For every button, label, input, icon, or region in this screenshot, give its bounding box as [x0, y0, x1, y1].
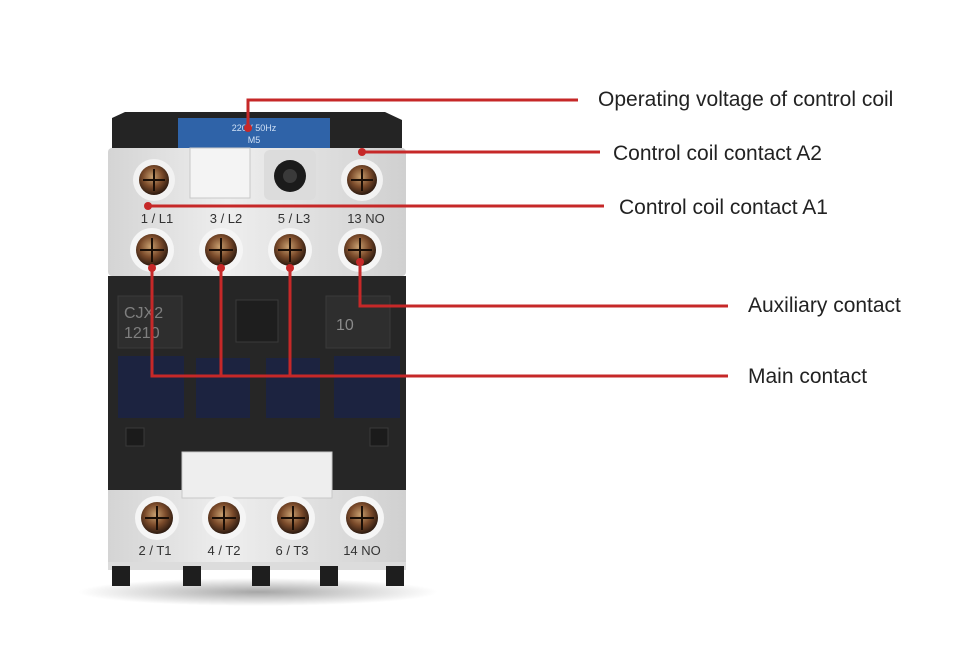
lower-cover-tab — [182, 452, 332, 498]
window-center-right — [266, 358, 320, 418]
rating-plate-line1: 220V 50Hz — [232, 123, 277, 133]
callout-auxiliary-contact: Auxiliary contact — [748, 295, 901, 316]
terminal-label-4-t2: 4 / T2 — [207, 543, 240, 558]
window-center-left — [196, 358, 250, 418]
terminal-label-3-l2: 3 / L2 — [210, 211, 243, 226]
terminal-label-13-no: 13 NO — [347, 211, 385, 226]
model-line2: 1210 — [124, 325, 160, 342]
coil-screw-a1 — [133, 159, 175, 201]
terminal-label-6-t3: 6 / T3 — [275, 543, 308, 558]
dot-voltage — [244, 124, 252, 132]
foot-2 — [183, 566, 201, 586]
terminal-label-5-l3: 5 / L3 — [278, 211, 311, 226]
foot-1 — [112, 566, 130, 586]
window-right — [334, 356, 400, 418]
terminal-label-2-t1: 2 / T1 — [138, 543, 171, 558]
coil-screw-a2 — [341, 159, 383, 201]
model-line1: CJX2 — [124, 305, 163, 322]
terminal-label-1-l1: 1 / L1 — [141, 211, 174, 226]
dot-main-l2 — [217, 264, 225, 272]
coil-indicator-center — [283, 169, 297, 183]
center-button — [236, 300, 278, 342]
mount-hole-right — [370, 428, 388, 446]
rating-plate-line2: M5 — [248, 135, 261, 145]
callout-coil-contact-a1: Control coil contact A1 — [619, 197, 828, 218]
terminal-screw-14-no — [340, 496, 384, 540]
terminal-screw-6-t3 — [271, 496, 315, 540]
aux-code: 10 — [336, 317, 354, 334]
dot-main-l1 — [148, 264, 156, 272]
terminal-label-14-no: 14 NO — [343, 543, 381, 558]
dot-coil-a2 — [358, 148, 366, 156]
leader-auxiliary — [360, 262, 728, 306]
foot-5 — [386, 566, 404, 586]
callout-operating-voltage: Operating voltage of control coil — [598, 89, 893, 110]
terminal-screw-4-t2 — [202, 496, 246, 540]
callout-main-contact: Main contact — [748, 366, 867, 387]
dot-auxiliary — [356, 258, 364, 266]
coil-slot-cover — [190, 148, 250, 198]
dot-main-l3 — [286, 264, 294, 272]
dot-coil-a1 — [144, 202, 152, 210]
foot-3 — [252, 566, 270, 586]
mount-hole-left — [126, 428, 144, 446]
terminal-screw-2-t1 — [135, 496, 179, 540]
foot-4 — [320, 566, 338, 586]
callout-coil-contact-a2: Control coil contact A2 — [613, 143, 822, 164]
